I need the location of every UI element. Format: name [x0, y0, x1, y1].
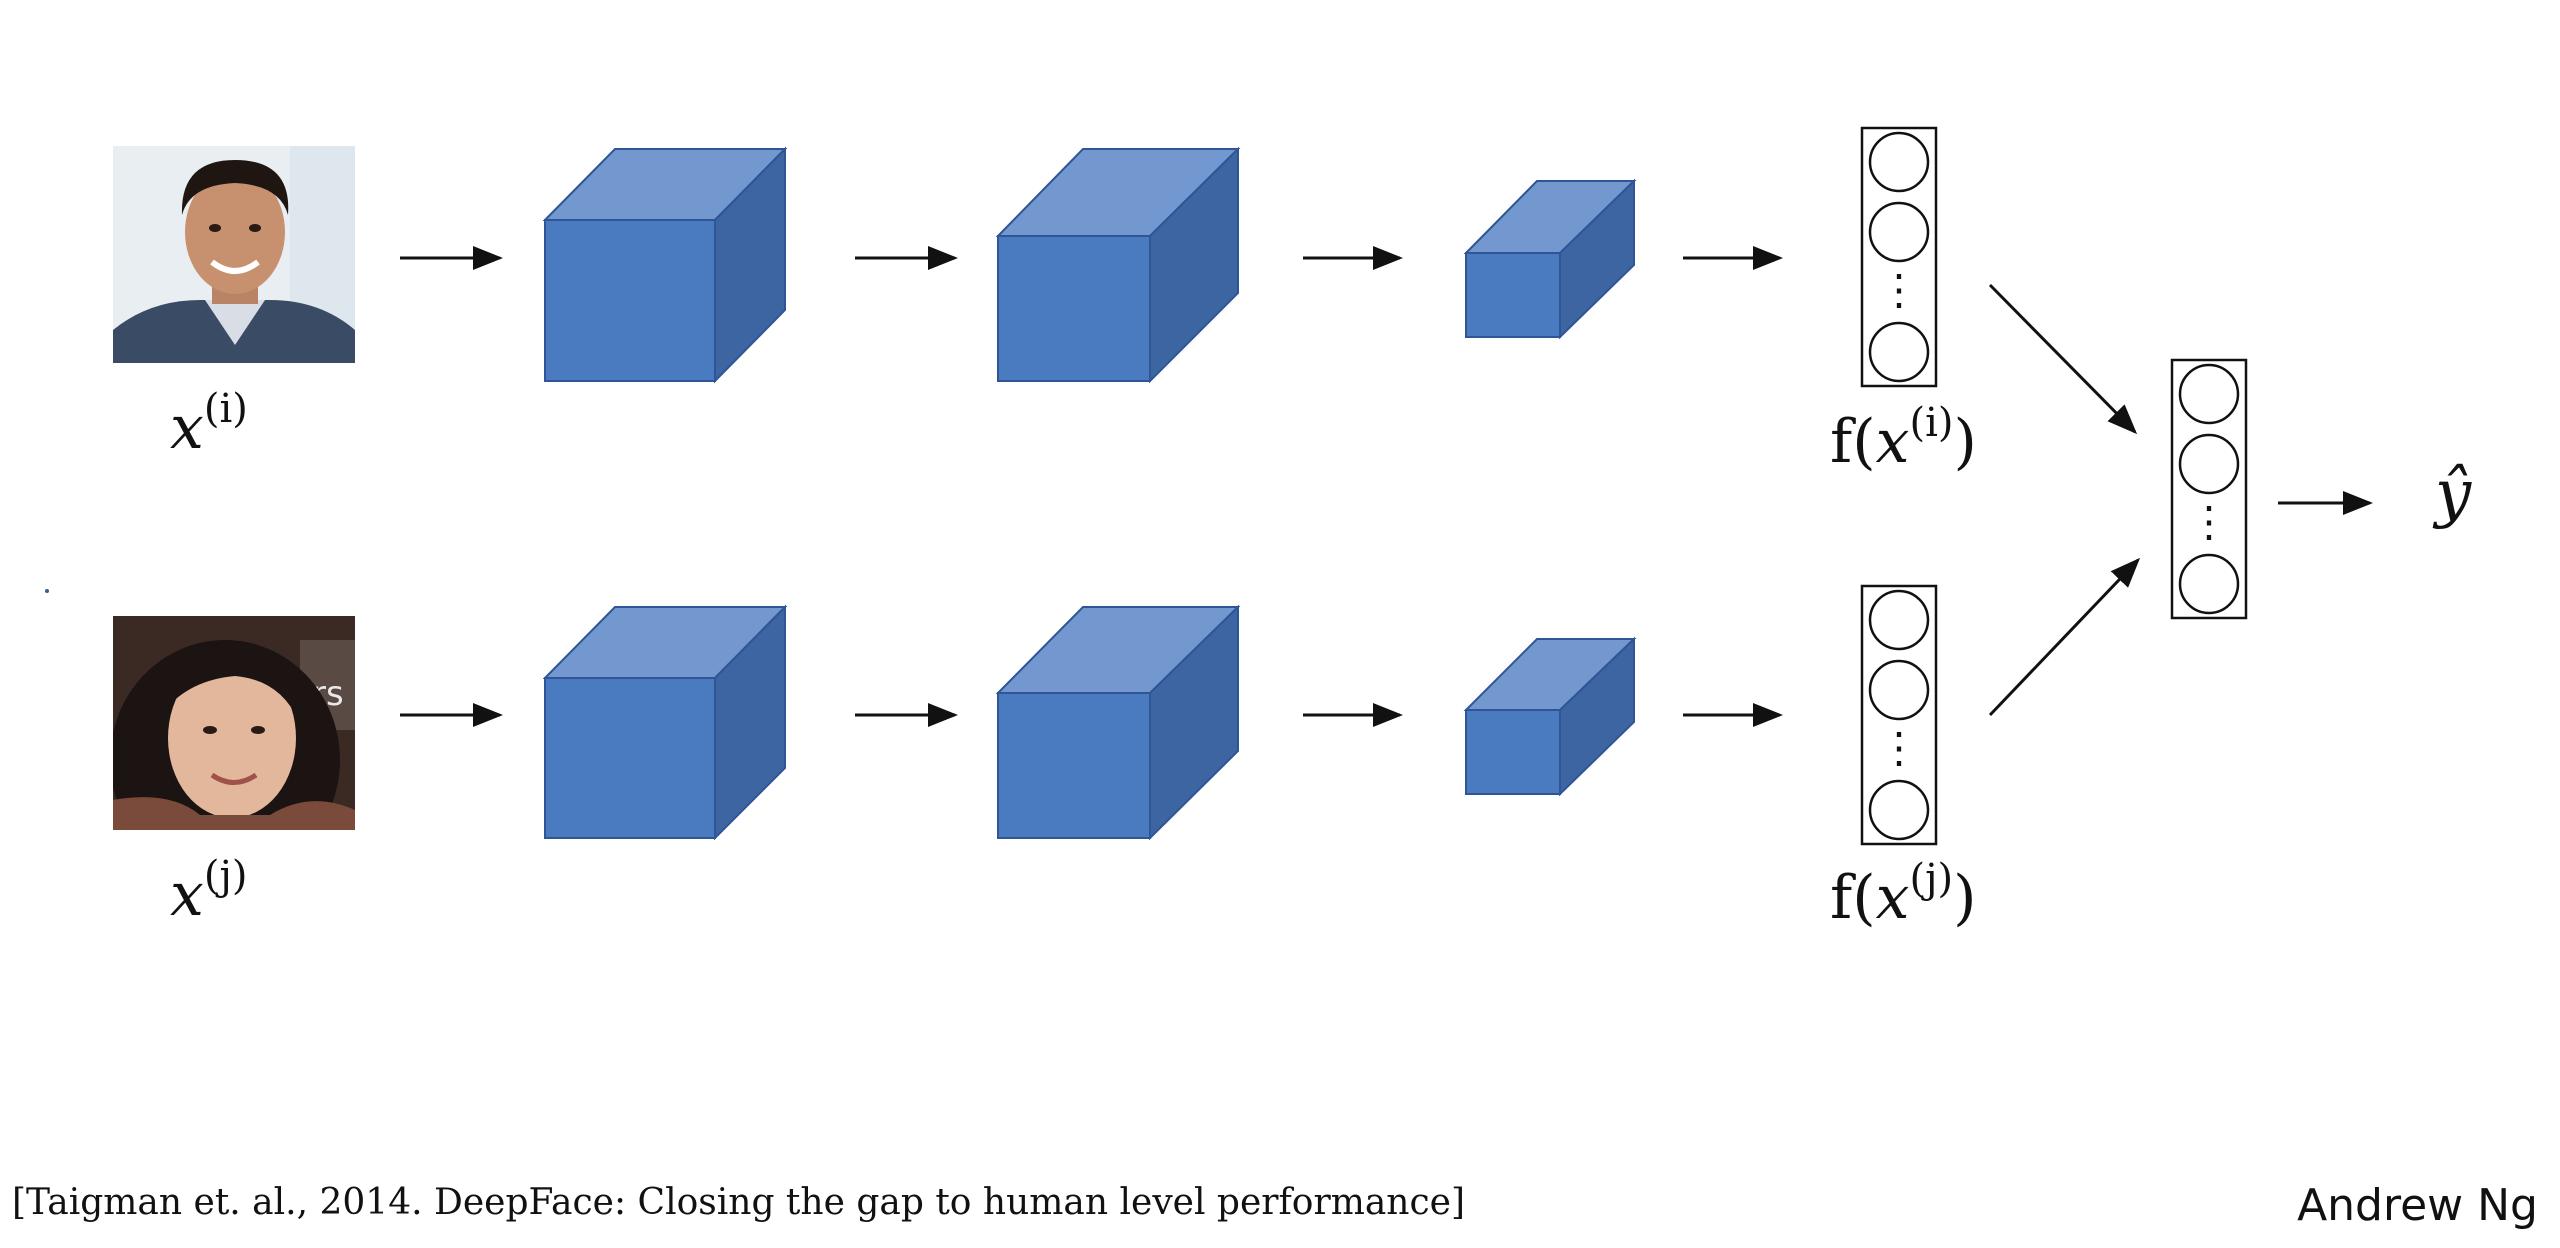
- neuron: [1868, 589, 1930, 651]
- input-label-j: x(j): [170, 853, 247, 930]
- neuron: [1868, 201, 1930, 263]
- citation: [Taigman et. al., 2014. DeepFace: Closin…: [12, 1182, 1465, 1223]
- encoding-vector: ⋮: [1860, 584, 1938, 846]
- conv-layer-block: [995, 604, 1241, 841]
- conv-layer-block: [995, 146, 1241, 384]
- merge-arrow-bottom: [1988, 557, 2141, 717]
- vertical-ellipsis: ⋮: [2188, 497, 2230, 546]
- neuron: [2178, 553, 2240, 615]
- neuron: [1868, 131, 1930, 193]
- conv-layer-block: [1463, 636, 1637, 797]
- embedding-label-j: f(x(j)): [1830, 856, 1977, 933]
- input-label-i: x(i): [170, 386, 248, 463]
- face-photo-2: rs: [113, 616, 355, 830]
- face-photo-1: [113, 146, 355, 363]
- neuron: [2178, 433, 2240, 495]
- neuron: [2178, 363, 2240, 425]
- conv-layer-block: [542, 604, 788, 841]
- neuron: [1868, 321, 1930, 383]
- conv-layer-block: [1463, 178, 1637, 340]
- conv-layer-block: [542, 146, 788, 384]
- neuron: [1868, 779, 1930, 841]
- vertical-ellipsis: ⋮: [1878, 723, 1920, 772]
- row-1: x(i) ⋮ f: [113, 126, 1977, 477]
- encoding-vector: ⋮: [1860, 126, 1938, 388]
- author-credit: Andrew Ng: [2297, 1180, 2538, 1231]
- merge-arrow-top: [1988, 283, 2138, 435]
- row-2: rs x(j): [113, 584, 1977, 933]
- embedding-label-i: f(x(i)): [1830, 400, 1977, 477]
- output-vector: ⋮: [2170, 358, 2248, 620]
- vertical-ellipsis: ⋮: [1878, 265, 1920, 314]
- stray-dot: [45, 589, 49, 593]
- neuron: [1868, 659, 1930, 721]
- output-label-y-hat: ŷ: [2432, 457, 2472, 531]
